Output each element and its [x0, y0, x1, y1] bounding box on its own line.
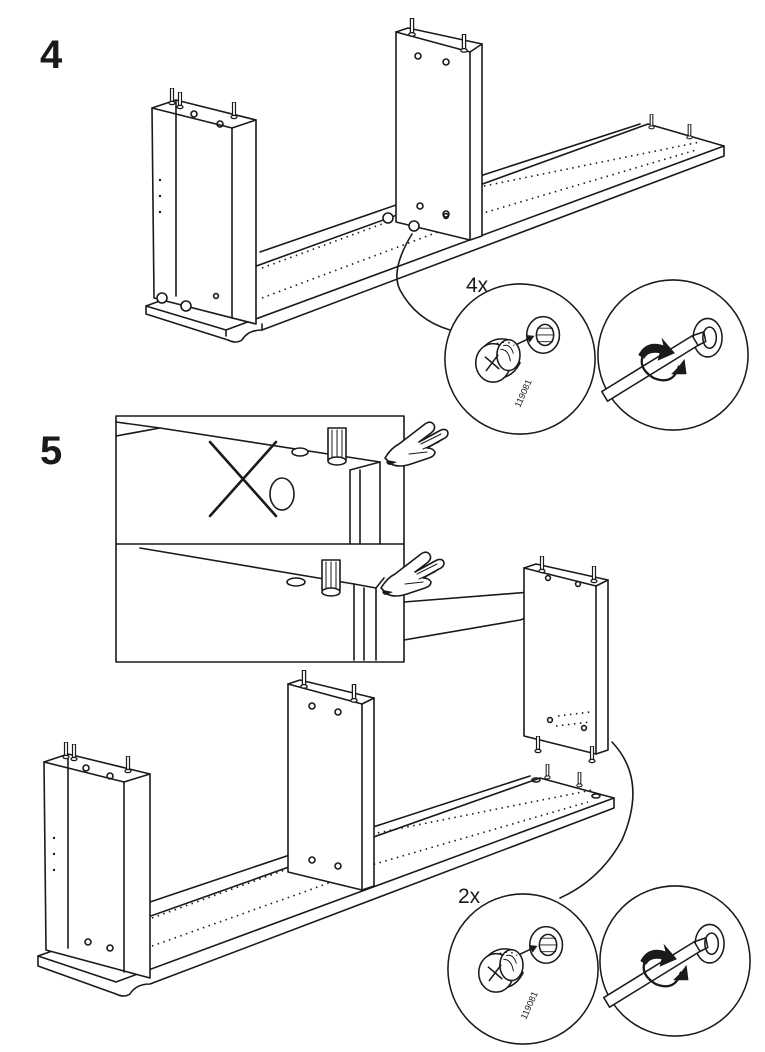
press-finger-icon [381, 552, 444, 596]
step-5-cam-lock-detail: 119081 [448, 894, 598, 1044]
screwdriver-turn-icon [598, 280, 748, 430]
step-5-inserted-panel [523, 556, 609, 764]
wrong-way-x-icon [208, 440, 278, 518]
step-5-inset-box [115, 415, 607, 663]
step-4-number: 4 [40, 33, 63, 77]
step-5-quantity: 2x [458, 885, 481, 908]
step-4-shelf-assembly [145, 18, 725, 343]
step-4-cam-lock-detail: 119081 [445, 284, 595, 434]
step-5-number: 5 [40, 429, 62, 473]
step-4: 4 [40, 18, 748, 434]
press-finger-icon [385, 422, 448, 466]
screwdriver-turn-icon [600, 886, 750, 1036]
cam-lock-fitting-icon [448, 894, 598, 1044]
step-4-quantity: 4x [466, 274, 489, 297]
step-5-shelf-assembly [37, 670, 634, 997]
cam-lock-fitting-icon [445, 284, 595, 434]
step-5: 5 [37, 415, 750, 1044]
